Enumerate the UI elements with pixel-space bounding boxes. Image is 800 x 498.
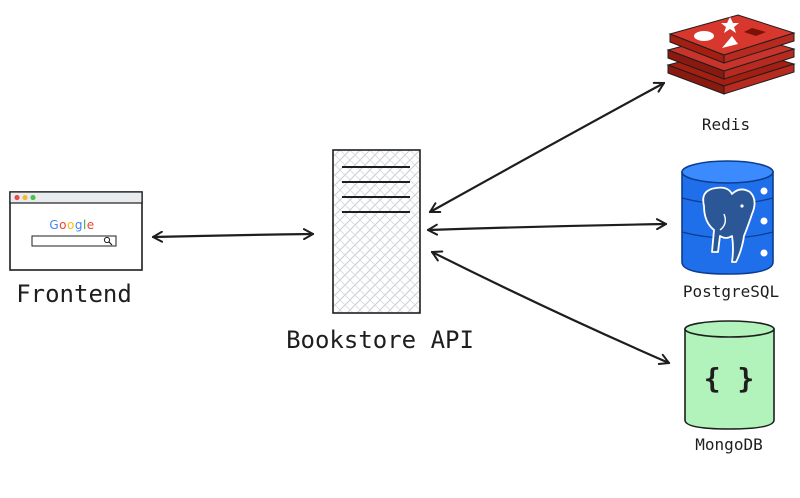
brand-letter: o [67, 218, 75, 232]
search-box [31, 235, 117, 247]
mongodb-cylinder-icon: { } [684, 320, 775, 430]
connection-frontend-api [151, 228, 315, 243]
redis-node: Redis [666, 14, 796, 134]
mongo-label: MongoDB [695, 435, 762, 454]
connection-api-mongo [430, 250, 671, 365]
frontend-label: Frontend [16, 280, 132, 308]
brand-letter: o [59, 218, 67, 232]
curly-braces-icon: { } [704, 362, 755, 395]
redis-label: Redis [702, 115, 750, 134]
connection-api-redis [428, 81, 666, 214]
brand-letter: g [75, 218, 83, 232]
connection-api-postgres [426, 218, 668, 236]
redis-logo-icon [666, 14, 796, 95]
brand-letter: G [49, 218, 59, 232]
api-label: Bookstore API [286, 326, 474, 354]
server-icon [332, 149, 421, 314]
window-dot-red [14, 194, 20, 201]
brand-letter: e [87, 218, 95, 232]
mongo-node: { } MongoDB [684, 320, 775, 454]
frontend-node: Google Frontend [9, 191, 143, 308]
window-dot-green [30, 194, 36, 201]
api-node: Bookstore API [286, 149, 474, 354]
postgres-node: PostgreSQL [681, 160, 779, 301]
window-dot-yellow [22, 194, 28, 201]
search-brand-logo: Google [49, 218, 94, 232]
postgresql-cylinder-icon [681, 160, 774, 275]
postgres-label: PostgreSQL [683, 282, 779, 301]
elephant-icon [702, 186, 756, 263]
brand-letter: l [83, 218, 87, 232]
browser-window-icon: Google [9, 191, 143, 271]
magnifier-icon [103, 236, 113, 246]
